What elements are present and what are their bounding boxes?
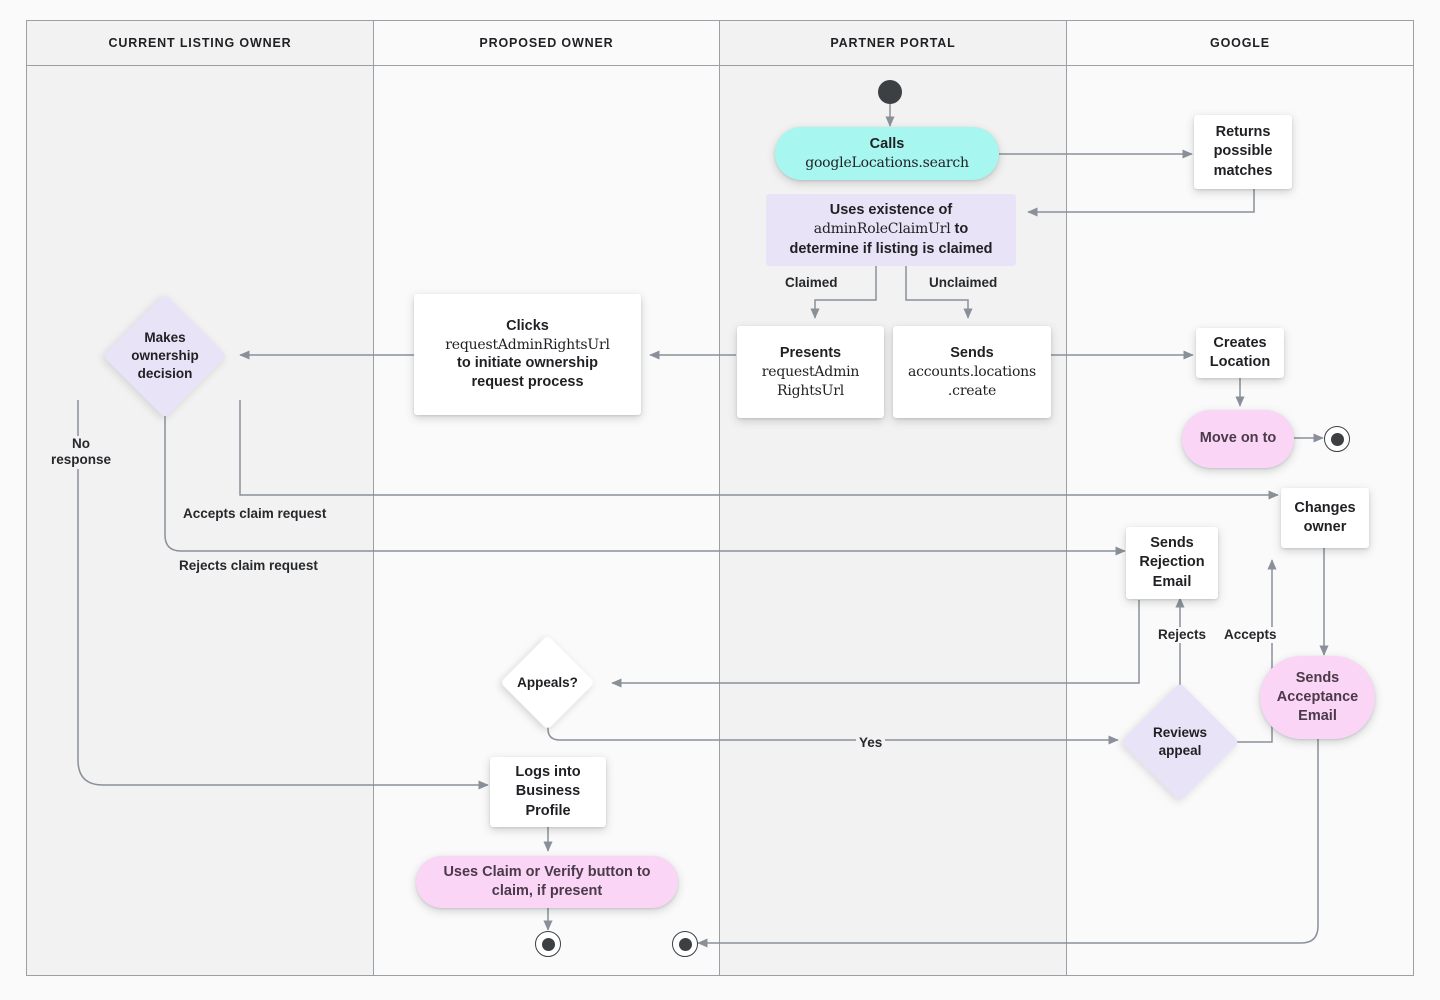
node-line-2: googleLocations.search bbox=[805, 154, 969, 171]
node-returns-possible-matches[interactable]: Returns possible matches bbox=[1194, 115, 1292, 189]
end-node-dot bbox=[1330, 432, 1344, 446]
node-line-3: determine if listing is claimed bbox=[789, 240, 993, 257]
node-sends-rejection-email[interactable]: Sends Rejection Email bbox=[1126, 527, 1218, 599]
node-line-1: Sends bbox=[1150, 535, 1194, 552]
node-makes-ownership-decision[interactable]: Makes ownership decision bbox=[102, 293, 228, 419]
node-line-1: Sends bbox=[950, 344, 994, 361]
node-line-2-tail: to bbox=[950, 221, 969, 238]
edge-label-text: Accepts bbox=[1224, 627, 1277, 642]
node-appeals-decision[interactable]: Appeals? bbox=[500, 635, 595, 730]
edge-label-no-response: No response bbox=[40, 436, 122, 469]
node-line-3: Profile bbox=[525, 802, 571, 819]
node-line-1: Uses existence of bbox=[829, 202, 953, 219]
node-line-3: matches bbox=[1213, 162, 1273, 179]
end-node-dot bbox=[541, 937, 555, 951]
edge-label-rejects: Rejects bbox=[1155, 627, 1210, 644]
node-line-2: Location bbox=[1209, 354, 1271, 370]
lane-header-label: PROPOSED OWNER bbox=[479, 36, 614, 50]
node-line-2: possible bbox=[1213, 143, 1273, 160]
end-node-proposed-owner bbox=[535, 931, 561, 957]
node-move-on-to[interactable]: Move on to bbox=[1182, 410, 1294, 468]
edge-label-claimed: Claimed bbox=[782, 275, 841, 292]
node-line-3: RightsUrl bbox=[777, 382, 844, 399]
edge-label-text-line-2: response bbox=[50, 452, 112, 468]
edge-label-text: Unclaimed bbox=[929, 275, 998, 290]
node-line-3: to initiate ownership bbox=[457, 355, 598, 372]
node-uses-claim-or-verify-button[interactable]: Uses Claim or Verify button to claim, if… bbox=[416, 856, 678, 908]
edge-label-text: Accepts claim request bbox=[183, 506, 327, 521]
lane-header-label: CURRENT LISTING OWNER bbox=[108, 36, 292, 50]
edge-label-text: Claimed bbox=[785, 275, 838, 290]
node-line-2: requestAdminRightsUrl bbox=[445, 336, 610, 353]
node-line-1: Uses Claim or Verify button to bbox=[443, 863, 651, 880]
edge-label-text: Rejects claim request bbox=[179, 558, 318, 573]
node-uses-existence-of-admin-role-claim-url[interactable]: Uses existence of adminRoleClaimUrl to d… bbox=[766, 194, 1016, 266]
node-line-2: owner bbox=[1303, 519, 1347, 535]
node-logs-into-business-profile[interactable]: Logs into Business Profile bbox=[490, 757, 606, 827]
edge-label-yes: Yes bbox=[856, 735, 886, 752]
lane-header-proposed-owner: PROPOSED OWNER bbox=[374, 20, 720, 66]
node-line-3: decision bbox=[137, 365, 193, 381]
node-line-3: Email bbox=[1152, 573, 1192, 590]
node-sends-accounts-locations-create[interactable]: Sends accounts.locations .create bbox=[893, 326, 1051, 418]
node-line-1: Presents bbox=[779, 344, 842, 361]
node-sends-acceptance-email[interactable]: Sends Acceptance Email bbox=[1260, 656, 1375, 739]
lane-header-current-listing-owner: CURRENT LISTING OWNER bbox=[26, 20, 374, 66]
node-line-2: Business bbox=[515, 783, 581, 800]
node-line-2: claim, if present bbox=[491, 883, 603, 899]
node-line-1: Creates bbox=[1213, 334, 1267, 351]
node-line-2: ownership bbox=[131, 348, 199, 364]
lane-header-google: GOOGLE bbox=[1067, 20, 1414, 66]
end-node-partner-portal bbox=[672, 931, 698, 957]
node-line-2: Rejection bbox=[1139, 554, 1205, 571]
edge-label-text: Yes bbox=[859, 735, 883, 750]
node-line-1: Logs into bbox=[515, 764, 581, 781]
node-line-1: Makes bbox=[144, 330, 186, 346]
node-line-1: Changes bbox=[1294, 499, 1356, 516]
node-line-2-wrap: adminRoleClaimUrl to bbox=[806, 220, 976, 239]
node-line-2: requestAdmin bbox=[761, 364, 860, 381]
edge-label-accepts-claim-request: Accepts claim request bbox=[180, 506, 330, 523]
node-line-1: Calls bbox=[869, 135, 905, 152]
edge-label-text-line-1: No bbox=[72, 436, 90, 451]
node-line-1: Reviews bbox=[1152, 725, 1208, 741]
node-line-2: accounts.locations bbox=[908, 364, 1036, 381]
lane-header-partner-portal: PARTNER PORTAL bbox=[720, 20, 1067, 66]
edge-label-text: Rejects bbox=[1158, 627, 1207, 642]
node-line-1: Clicks bbox=[506, 317, 549, 334]
node-line-4: request process bbox=[471, 374, 584, 391]
lane-body-proposed-owner bbox=[374, 66, 720, 976]
node-clicks-request-admin-rights-url[interactable]: Clicks requestAdminRightsUrl to initiate… bbox=[414, 294, 641, 415]
node-creates-location[interactable]: Creates Location bbox=[1196, 328, 1284, 378]
node-line-1: Move on to bbox=[1199, 430, 1277, 447]
end-node-dot bbox=[678, 937, 692, 951]
node-line-2: appeal bbox=[1158, 743, 1202, 758]
edge-label-unclaimed: Unclaimed bbox=[926, 275, 1001, 292]
node-line-1: Appeals? bbox=[517, 674, 578, 690]
node-line-2: Acceptance bbox=[1276, 688, 1359, 705]
node-line-3: Email bbox=[1298, 708, 1337, 725]
end-node-google bbox=[1324, 426, 1350, 452]
edge-label-rejects-claim-request: Rejects claim request bbox=[176, 558, 321, 575]
node-line-1: Returns bbox=[1215, 124, 1271, 141]
lane-header-label: PARTNER PORTAL bbox=[830, 36, 956, 50]
node-reviews-appeal[interactable]: Reviews appeal bbox=[1120, 682, 1240, 802]
node-line-1: Sends bbox=[1295, 669, 1340, 686]
start-node-partner-portal bbox=[878, 80, 902, 104]
edge-label-accepts: Accepts bbox=[1221, 627, 1280, 644]
node-line-2-code: adminRoleClaimUrl bbox=[813, 221, 951, 238]
node-presents-request-admin-rights-url[interactable]: Presents requestAdmin RightsUrl bbox=[737, 326, 884, 418]
node-calls-google-locations-search[interactable]: Calls googleLocations.search bbox=[775, 127, 999, 180]
lane-header-label: GOOGLE bbox=[1210, 36, 1270, 50]
node-line-3: .create bbox=[947, 382, 997, 399]
node-changes-owner[interactable]: Changes owner bbox=[1281, 488, 1369, 548]
